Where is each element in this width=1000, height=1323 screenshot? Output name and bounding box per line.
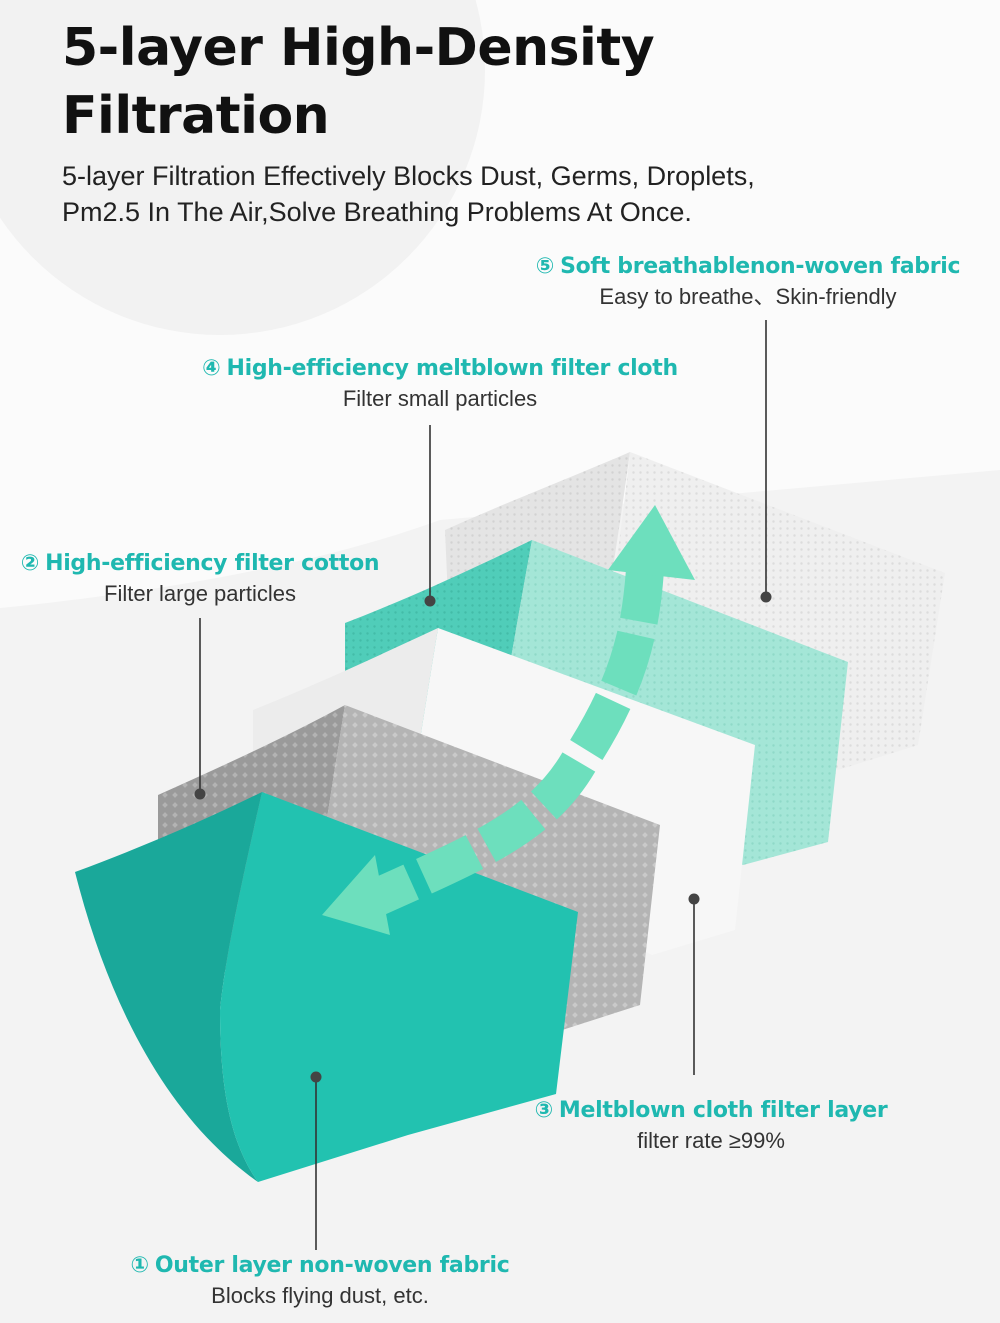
leader-lines	[194, 320, 772, 1250]
layer-2-number: ②	[20, 551, 40, 576]
layer-3-title: Meltblown cloth filter layer	[558, 1098, 888, 1123]
layer-1-title: Outer layer non-woven fabric	[154, 1253, 510, 1278]
layer-3-desc: filter rate ≥99%	[637, 1128, 785, 1153]
layer-2-title: High-efficiency filter cotton	[45, 551, 380, 576]
layer-5-desc: Easy to breathe、Skin-friendly	[599, 284, 897, 309]
layer-4-title: High-efficiency meltblown filter cloth	[226, 356, 678, 381]
title-line-2: Filtration	[62, 86, 330, 146]
layer-2-desc: Filter large particles	[104, 581, 296, 606]
layer-4-number: ④	[202, 356, 221, 381]
layer-3-number: ③	[534, 1098, 554, 1123]
page-title: 5-layer High-Density Filtration	[62, 14, 762, 150]
layer-5-number: ⑤	[535, 254, 555, 279]
layer-4-desc: Filter small particles	[342, 386, 538, 411]
layer-1-number: ①	[130, 1253, 150, 1278]
layer-1-desc: Blocks flying dust, etc.	[211, 1283, 429, 1308]
layer-5-title: Soft breathablenon-woven fabric	[560, 254, 961, 279]
subtitle-line-1: 5-layer Filtration Effectively Blocks Du…	[62, 161, 755, 191]
background-circle	[0, 0, 485, 335]
layer-1-outer-fabric	[75, 792, 578, 1182]
title-line-1: 5-layer High-Density	[62, 18, 655, 78]
page-subtitle: 5-layer Filtration Effectively Blocks Du…	[62, 158, 842, 230]
airflow-arrow	[322, 505, 695, 935]
subtitle-line-2: Pm2.5 In The Air,Solve Breathing Problem…	[62, 197, 692, 227]
